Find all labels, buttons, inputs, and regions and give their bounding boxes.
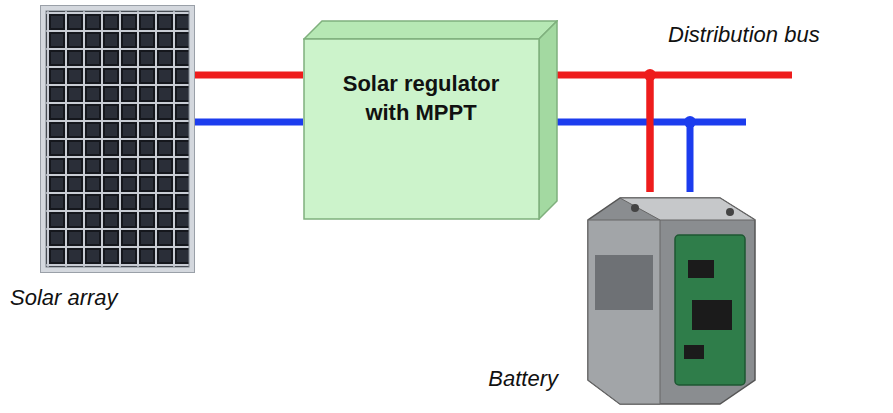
power-wire-pair: [195, 75, 303, 122]
battery: Battery: [580, 190, 762, 410]
part-label: Battery: [488, 366, 558, 392]
battery-illustration: [580, 190, 762, 410]
part-label: Solar array: [10, 285, 118, 311]
power-wire-pair: [539, 69, 696, 192]
solar-array: Solar array: [40, 5, 195, 273]
bus-label: Distribution bus: [668, 22, 820, 48]
solar-panel-illustration: [40, 5, 195, 273]
bus-positive-wire: [650, 72, 792, 79]
box-title: Solar regulator with MPPT: [336, 69, 506, 219]
box-face: Solar regulator with MPPT: [303, 39, 539, 219]
solar-regulator-box: Solar regulator with MPPT: [303, 20, 558, 220]
bus-negative-wire: [690, 119, 746, 126]
